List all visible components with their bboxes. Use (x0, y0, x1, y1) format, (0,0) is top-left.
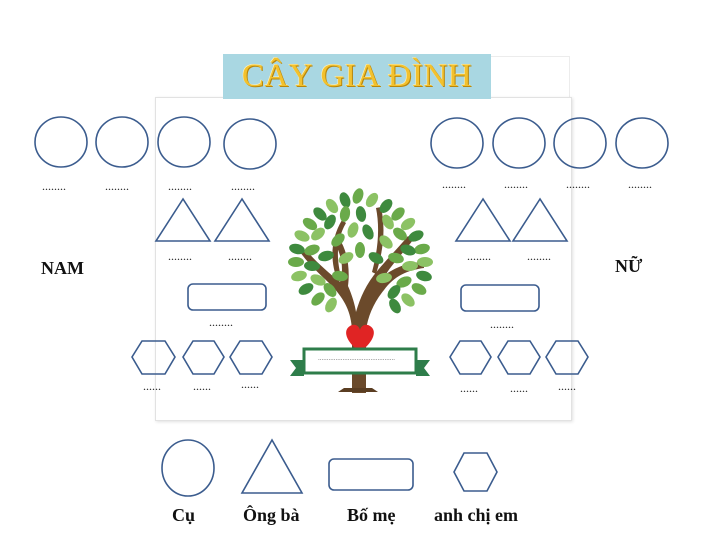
circle-slot (96, 117, 148, 167)
circle-slot-dots: ........ (504, 178, 528, 190)
legend-circle-shape (162, 440, 214, 496)
tree-leaves (288, 187, 433, 316)
legend-label-ong-ba: Ông bà (243, 505, 300, 526)
legend-triangle-shape (242, 440, 302, 493)
triangle-slot-dots: ........ (168, 250, 192, 262)
circle-slot-dots: ........ (566, 178, 590, 190)
circle-slot-dots: ........ (628, 178, 652, 190)
hexagon-slot (183, 341, 224, 374)
hexagon-slot (230, 341, 272, 374)
circle-slot (224, 119, 276, 169)
hexagon-slot (132, 341, 175, 374)
legend-label-cu: Cụ (172, 505, 195, 526)
hexagon-slot-dots: ...... (241, 378, 259, 390)
triangle-slot (215, 199, 269, 241)
circle-slot (431, 118, 483, 168)
hexagon-slot-dots: ...... (558, 380, 576, 392)
circle-slot (35, 117, 87, 167)
hexagon-slot (498, 341, 540, 374)
hexagon-slot (546, 341, 588, 374)
triangle-slot (156, 199, 210, 241)
rect-slot (461, 285, 539, 311)
hexagon-slot-dots: ...... (460, 382, 478, 394)
circle-slot-dots: ........ (42, 180, 66, 192)
circle-slot (554, 118, 606, 168)
triangle-slot-dots: ........ (228, 250, 252, 262)
legend-hexagon-shape (454, 453, 497, 491)
rect-slot (188, 284, 266, 310)
triangle-slot-dots: ........ (527, 250, 551, 262)
circle-slot (158, 117, 210, 167)
circle-slot (616, 118, 668, 168)
legend-label-bo-me: Bố mẹ (347, 505, 396, 526)
legend-label-anh-chi-em: anh chị em (434, 505, 518, 526)
hexagon-slot-dots: ...... (143, 380, 161, 392)
circle-slot-dots: ........ (231, 180, 255, 192)
rect-slot-dots: ........ (490, 318, 514, 330)
triangle-slot-dots: ........ (467, 250, 491, 262)
legend-rect-shape (329, 459, 413, 490)
circle-slot (493, 118, 545, 168)
triangle-slot (513, 199, 567, 241)
hexagon-slot (450, 341, 491, 374)
banner-dots: ........................................… (318, 352, 395, 364)
circle-slot-dots: ........ (168, 180, 192, 192)
circle-slot-dots: ........ (105, 180, 129, 192)
triangle-slot (456, 199, 510, 241)
circle-slot-dots: ........ (442, 178, 466, 190)
hexagon-slot-dots: ...... (510, 382, 528, 394)
rect-slot-dots: ........ (209, 316, 233, 328)
hexagon-slot-dots: ...... (193, 380, 211, 392)
